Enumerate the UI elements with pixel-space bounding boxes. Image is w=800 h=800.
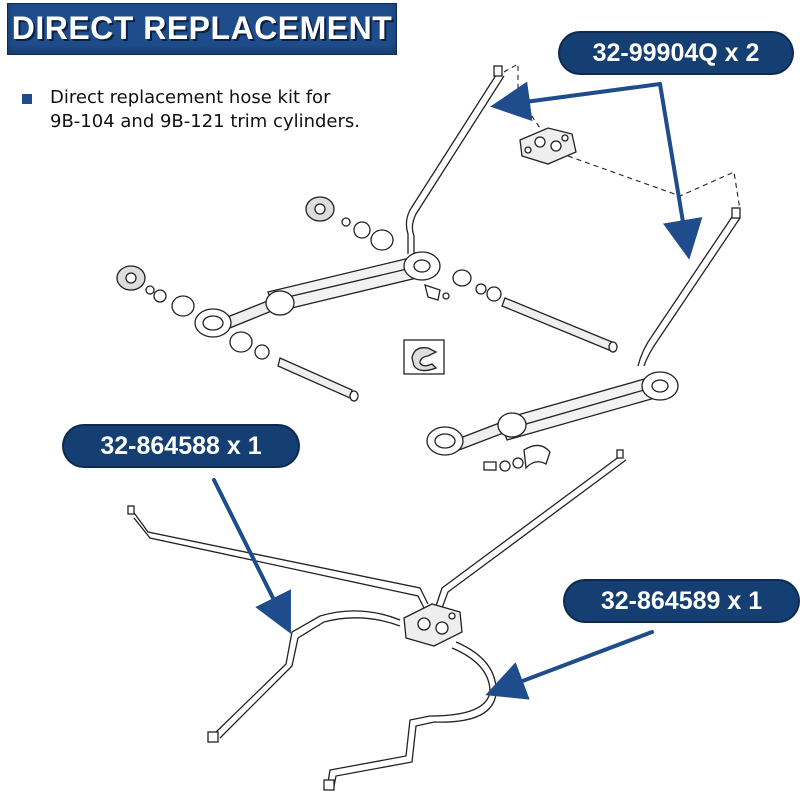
upper-right-rod bbox=[452, 269, 618, 353]
callout-part-864588: 32-864588 x 1 bbox=[64, 426, 298, 466]
lower-manifold bbox=[403, 603, 463, 647]
retaining-clip bbox=[403, 339, 445, 375]
description-text: Direct replacement hose kit for 9B-104 a… bbox=[50, 86, 410, 134]
callout-arrows bbox=[212, 81, 703, 700]
upper-right-hose bbox=[637, 207, 741, 367]
upper-manifold bbox=[519, 127, 577, 165]
upper-left-hose bbox=[405, 65, 505, 254]
lower-hose-assemblies bbox=[127, 449, 627, 791]
description-line-2: 9B-104 and 9B-121 trim cylinders. bbox=[50, 111, 361, 132]
bullet-icon bbox=[22, 94, 32, 104]
upper-left-cylinder-assembly bbox=[116, 196, 450, 402]
title-banner: DIRECT REPLACEMENT bbox=[7, 3, 397, 55]
lower-right-cylinder-assembly bbox=[426, 371, 679, 472]
arrow-to-right-lower-hose bbox=[485, 630, 654, 700]
description-line-1: Direct replacement hose kit for bbox=[50, 87, 331, 108]
arrow-to-left-lower-hose bbox=[212, 478, 291, 634]
callout-part-99904q: 32-99904Q x 2 bbox=[560, 33, 792, 73]
arrow-to-upper-right-hose bbox=[658, 82, 703, 260]
arrow-to-upper-left-hose bbox=[490, 81, 662, 122]
page-title: DIRECT REPLACEMENT bbox=[11, 10, 393, 46]
callout-part-864589: 32-864589 x 1 bbox=[565, 581, 798, 621]
